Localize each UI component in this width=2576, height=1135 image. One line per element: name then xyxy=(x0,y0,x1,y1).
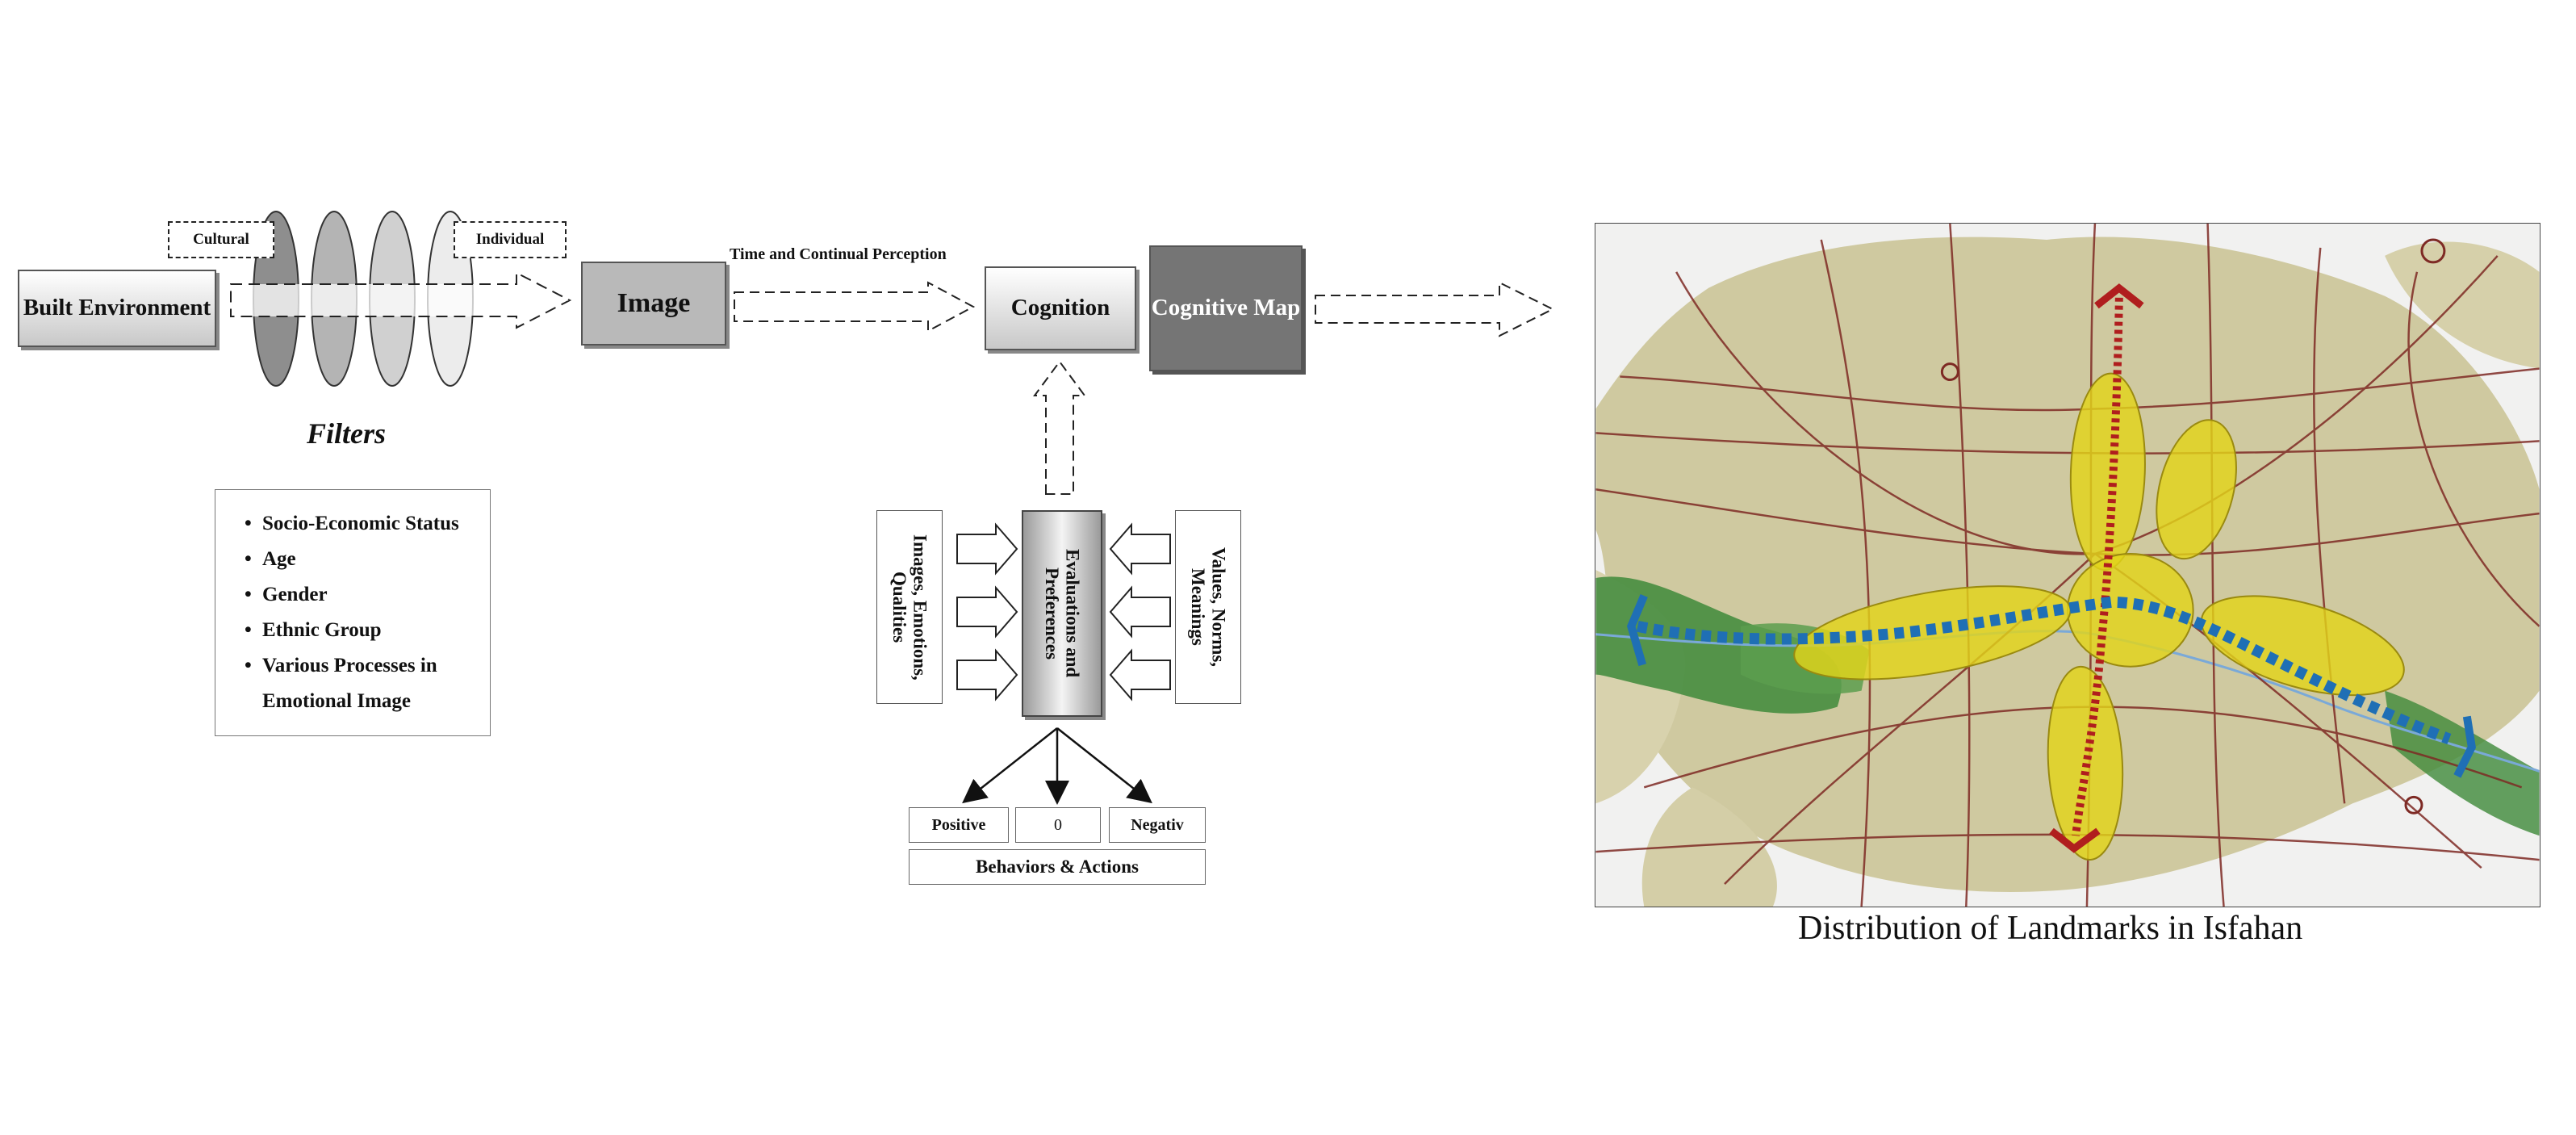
out-arrow-negative xyxy=(1056,727,1152,804)
evaluations-box: Evaluations and Preferences xyxy=(1022,510,1102,717)
axis-north-arrowhead xyxy=(2094,283,2144,309)
built-environment-label: Built Environment xyxy=(23,295,211,321)
arrow-image-to-cognition xyxy=(734,281,976,333)
list-item: Various Processes in Emotional Image xyxy=(243,648,482,719)
cultural-filter-label: Cultural xyxy=(168,221,274,258)
individual-filter-label: Individual xyxy=(454,221,567,258)
left-side-label: Images, Emotions, Qualities xyxy=(889,534,930,681)
list-item: Gender xyxy=(243,577,482,613)
time-perception-label: Time and Continual Perception xyxy=(730,245,947,263)
image-box: Image xyxy=(581,262,726,346)
right-arrow-1 xyxy=(1109,522,1171,576)
urban-patch xyxy=(2385,241,2540,369)
cognitive-map-label: Cognitive Map xyxy=(1151,295,1301,321)
left-arrow-3 xyxy=(956,648,1018,702)
right-arrow-2 xyxy=(1109,585,1171,639)
roundabout xyxy=(2404,795,2423,815)
left-arrow-1 xyxy=(956,522,1018,576)
arrow-env-to-image xyxy=(230,271,572,329)
left-side-box: Images, Emotions, Qualities xyxy=(876,510,943,704)
isfahan-landmark-map xyxy=(1595,223,2540,907)
cognition-label: Cognition xyxy=(1010,295,1110,321)
arrow-evaluations-to-cognition xyxy=(1033,360,1086,495)
built-environment-box: Built Environment xyxy=(18,270,216,347)
behaviors-box: Behaviors & Actions xyxy=(909,849,1206,885)
image-label: Image xyxy=(617,288,691,319)
list-item: Socio-Economic Status xyxy=(243,506,482,542)
list-item: Age xyxy=(243,542,482,577)
landmark-zone-east xyxy=(2200,595,2405,697)
axis-west-arrowhead xyxy=(1626,593,1648,667)
evaluations-label: Evaluations and Preferences xyxy=(1042,549,1083,678)
flow-diagram-graphics xyxy=(230,211,1555,805)
outcome-neutral: 0 xyxy=(1015,807,1101,843)
axis-north-south xyxy=(2072,297,2123,836)
out-arrow-positive xyxy=(962,727,1058,804)
cognitive-map-box: Cognitive Map xyxy=(1149,245,1303,371)
axis-east-arrowhead xyxy=(2453,715,2476,778)
urban-patch xyxy=(1641,787,1777,907)
axis-south-arrowhead xyxy=(2049,827,2101,853)
outcome-negative: Negativ xyxy=(1109,807,1206,843)
left-arrow-2 xyxy=(956,585,1018,639)
right-arrow-3 xyxy=(1109,648,1171,702)
filter-list: Socio-Economic Status Age Gender Ethnic … xyxy=(243,506,482,719)
right-side-box: Values, Norms, Meanings xyxy=(1175,510,1241,704)
landmark-zone-northeast xyxy=(2156,419,2237,560)
roundabout xyxy=(2420,238,2446,264)
map-caption: Distribution of Landmarks in Isfahan xyxy=(1798,910,2303,947)
outcome-positive: Positive xyxy=(909,807,1009,843)
filter-list-box: Socio-Economic Status Age Gender Ethnic … xyxy=(215,489,491,736)
urban-area xyxy=(1595,237,2540,893)
landmark-zone-south xyxy=(2047,665,2124,861)
arrow-map-out xyxy=(1315,281,1555,337)
right-side-label: Values, Norms, Meanings xyxy=(1188,547,1229,668)
roundabout xyxy=(1940,362,1959,382)
list-item: Ethnic Group xyxy=(243,613,482,648)
cognition-box: Cognition xyxy=(985,266,1136,350)
filters-title: Filters xyxy=(307,417,387,450)
